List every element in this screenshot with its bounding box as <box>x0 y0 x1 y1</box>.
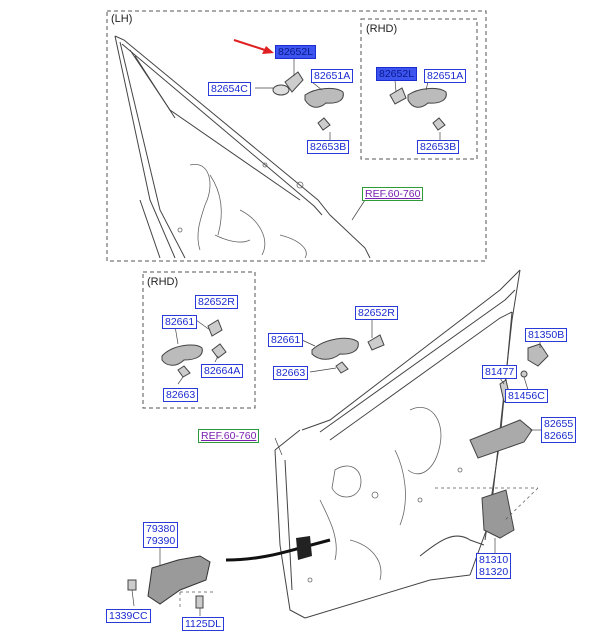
lh-panel-frame <box>106 10 487 262</box>
checker-bolt-shape <box>127 579 137 591</box>
rhd-top-panel-title: (RHD) <box>366 23 398 35</box>
part-label-82651a-rhd[interactable]: 82651A <box>424 69 467 83</box>
part-label-82661-rhd[interactable]: 82661 <box>162 315 198 329</box>
rhd-bottom-cap-shape <box>207 319 223 337</box>
part-label-82655: 82655 <box>544 418 574 430</box>
top-door-interior <box>177 162 307 259</box>
top-door-outline <box>114 35 371 259</box>
rod-shape <box>419 535 485 557</box>
rhd-bottom-handle-shape <box>161 344 203 366</box>
part-label-82651a-main[interactable]: 82651A <box>311 69 354 83</box>
latch-assembly-shape <box>481 489 515 539</box>
part-label-81310: 81310 <box>479 554 509 566</box>
rhd-bottom-panel-title: (RHD) <box>147 276 179 288</box>
top-handle-cover-shape <box>272 84 290 96</box>
part-label-1339cc[interactable]: 1339CC <box>106 609 151 623</box>
part-label-81320: 81320 <box>479 566 509 578</box>
part-label-79380: 79380 <box>146 523 176 535</box>
bottom-clip-shape <box>335 361 349 374</box>
part-label-82654c[interactable]: 82654C <box>208 82 251 96</box>
ref-label-bottom[interactable]: REF.60-760 <box>198 429 260 443</box>
part-label-82652r-rhd[interactable]: 82652R <box>195 295 238 309</box>
rhd-top-cap-shape <box>389 87 407 105</box>
top-clip-shape <box>317 117 331 131</box>
bottom-handle-shape <box>311 337 359 360</box>
part-label-82653b-rhd[interactable]: 82653B <box>417 140 460 154</box>
checker-screw-shape <box>195 595 204 609</box>
part-81350b-shape <box>527 343 549 367</box>
part-label-82652r-main[interactable]: 82652R <box>355 306 398 320</box>
part-label-79380-79390[interactable]: 79380 79390 <box>143 522 179 548</box>
part-label-81477[interactable]: 81477 <box>482 365 518 379</box>
part-label-82665: 82665 <box>544 430 574 442</box>
part-label-82652l-main[interactable]: 82652L <box>275 45 317 59</box>
rhd-bottom-cover-shape <box>211 343 227 359</box>
part-label-81350b[interactable]: 81350B <box>525 328 568 342</box>
ref-label-top[interactable]: REF.60-760 <box>362 187 424 201</box>
lh-panel-title: (LH) <box>111 13 133 25</box>
dashed-guides <box>179 487 539 608</box>
part-label-79390: 79390 <box>146 535 176 547</box>
bottom-leader-lines <box>131 319 542 616</box>
cylinder-assembly-shape <box>469 419 533 459</box>
cable-shape <box>225 538 331 562</box>
part-label-81456c[interactable]: 81456C <box>505 389 548 403</box>
rhd-top-clip-shape <box>432 117 446 131</box>
bottom-door-interior <box>307 407 463 583</box>
part-81456c-shape <box>520 370 528 378</box>
top-handle-shape <box>304 87 344 108</box>
part-label-82652l-rhd[interactable]: 82652L <box>376 67 418 81</box>
part-label-82664a[interactable]: 82664A <box>201 364 244 378</box>
cable-connector-shape <box>296 536 312 560</box>
bottom-cap-shape <box>367 334 385 351</box>
rhd-top-handle-shape <box>407 87 447 108</box>
rhd-bottom-clip-shape <box>177 365 191 378</box>
rhd-bottom-frame <box>142 271 256 409</box>
part-label-82661-main[interactable]: 82661 <box>268 333 304 347</box>
part-label-82663-main[interactable]: 82663 <box>273 366 309 380</box>
door-checker-shape <box>147 555 211 605</box>
part-label-1125dl[interactable]: 1125DL <box>182 617 225 631</box>
part-label-82653b-main[interactable]: 82653B <box>307 140 350 154</box>
part-label-82663-rhd[interactable]: 82663 <box>163 388 199 402</box>
part-label-82655-82665[interactable]: 82655 82665 <box>541 417 577 443</box>
rhd-top-frame <box>360 18 478 160</box>
part-label-81310-81320[interactable]: 81310 81320 <box>476 553 512 579</box>
red-arrow <box>233 39 274 54</box>
